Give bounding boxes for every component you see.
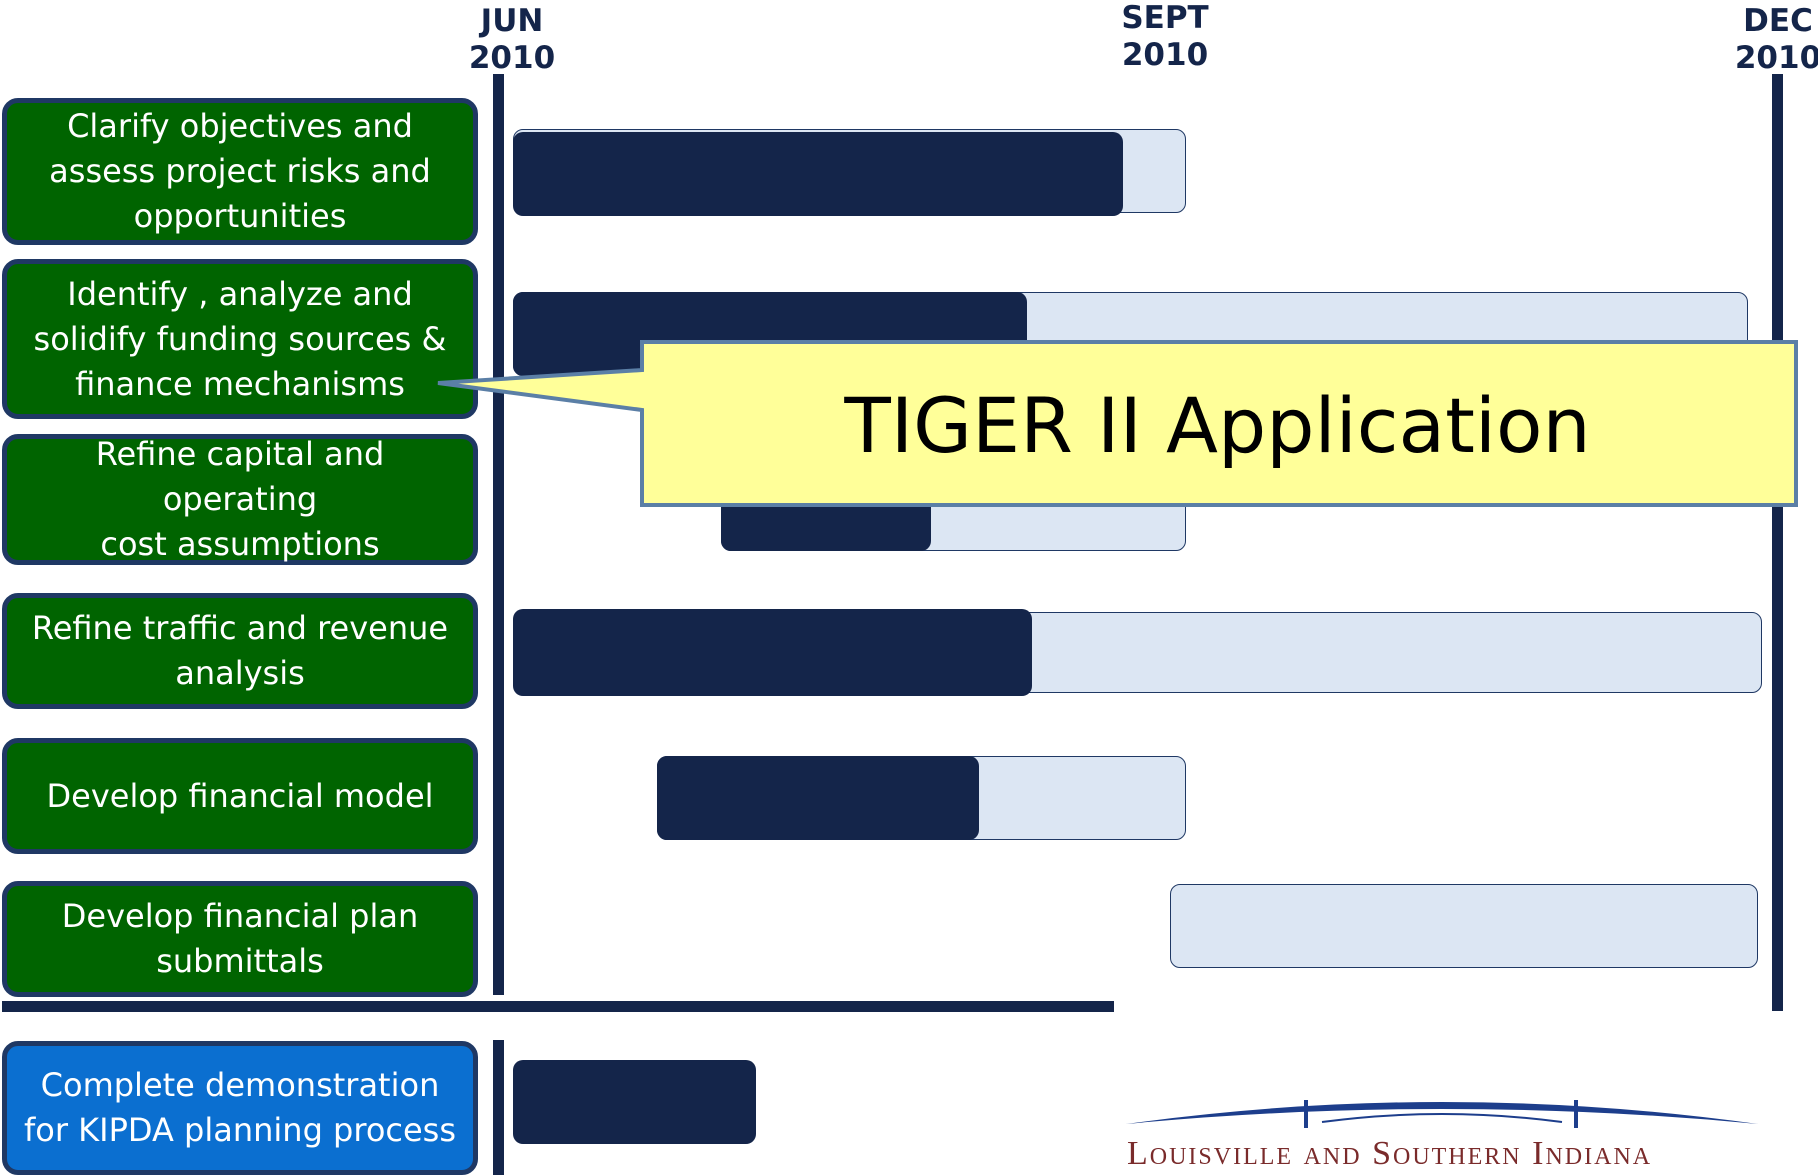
jun-timeline-line	[493, 74, 504, 995]
column-year: 2010	[1734, 40, 1818, 76]
task-label-line: Complete demonstration	[40, 1066, 440, 1104]
task-refine-traffic: Refine traffic and revenue analysis	[2, 593, 478, 709]
task-refine-capital: Refine capital and operating cost assump…	[2, 434, 478, 565]
task-develop-plan: Develop financial plan submittals	[2, 881, 478, 997]
dec-timeline-line	[1772, 74, 1783, 1011]
logo-text: Louisville and Southern Indiana	[1127, 1135, 1653, 1172]
bar-planned-plan	[1170, 884, 1758, 968]
bar-progress-demonstration	[513, 1060, 756, 1144]
bar-progress-traffic	[513, 609, 1032, 696]
task-label-line: Refine capital and operating	[95, 435, 385, 518]
task-label-line: for KIPDA planning process	[23, 1111, 457, 1149]
task-label-line: solidify funding sources &	[33, 319, 447, 358]
callout-shape	[437, 340, 1798, 507]
bar-progress-model	[657, 756, 979, 840]
bridge-arch	[1126, 1102, 1758, 1124]
task-clarify-objectives: Clarify objectives and assess project ri…	[2, 98, 478, 245]
column-header-sept: SEPT 2010	[1115, 0, 1215, 74]
task-label-line: assess project risks and	[49, 152, 431, 190]
column-year: 2010	[468, 40, 556, 76]
bridges-logo	[1126, 1100, 1758, 1128]
column-header-dec: DEC 2010	[1728, 3, 1818, 77]
task-develop-model: Develop financial model	[2, 738, 478, 854]
column-month: DEC	[1743, 3, 1813, 39]
demo-divider-line	[493, 1040, 504, 1175]
task-label-line: Refine traffic and revenue	[31, 609, 449, 647]
bar-progress-clarify	[513, 132, 1123, 216]
section-separator	[2, 1001, 1114, 1012]
task-label-line: cost assumptions	[100, 525, 380, 563]
task-label-line: opportunities	[133, 197, 347, 235]
column-header-jun: JUN 2010	[462, 3, 562, 77]
column-year: 2010	[1121, 37, 1209, 73]
column-month: JUN	[480, 3, 544, 39]
task-label-line: Clarify objectives and	[67, 107, 413, 145]
task-complete-demonstration: Complete demonstration for KIPDA plannin…	[2, 1041, 478, 1175]
callout-text: TIGER II Application	[844, 380, 1591, 470]
bridge-tower-right	[1574, 1100, 1578, 1128]
bridge-deck	[1321, 1113, 1563, 1123]
task-label-line: submittals	[156, 942, 324, 980]
task-label-line: Develop financial plan	[61, 897, 419, 935]
task-label-line: Develop financial model	[46, 776, 434, 815]
task-identify-funding: Identify , analyze and solidify funding …	[2, 259, 478, 419]
task-label-line: analysis	[175, 654, 305, 692]
bridge-tower-left	[1304, 1100, 1308, 1128]
column-month: SEPT	[1121, 0, 1209, 36]
task-label-line: Identify , analyze and	[67, 274, 413, 313]
task-label-line: finance mechanisms	[75, 364, 405, 403]
